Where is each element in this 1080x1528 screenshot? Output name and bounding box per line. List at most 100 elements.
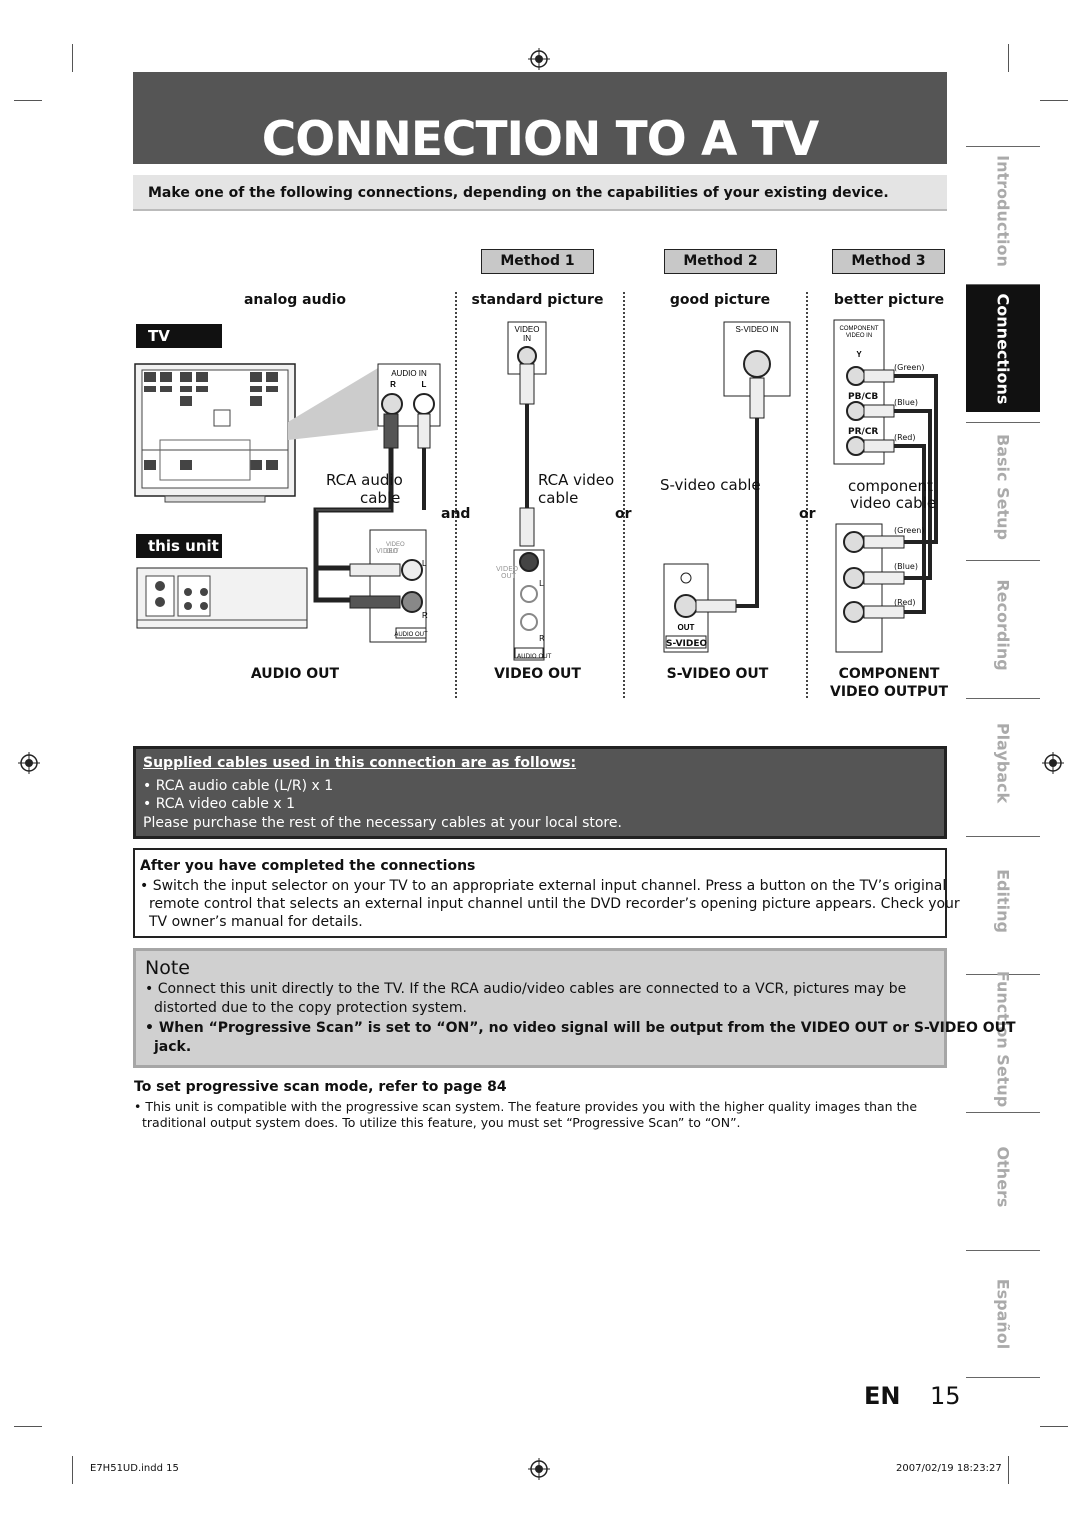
svideo-jack-label: S-VIDEO [666, 639, 708, 649]
tab-espanol[interactable]: Español [966, 1250, 1040, 1378]
tab-others[interactable]: Others [966, 1112, 1040, 1240]
crop-mark [1040, 1426, 1068, 1427]
footer-date: 2007/02/19 18:23:27 [896, 1463, 1002, 1474]
red-label: (Red) [894, 433, 916, 442]
note-text-bold: jack. [154, 1039, 192, 1055]
registration-mark-icon [528, 1458, 550, 1480]
green-label: (Green) [894, 526, 925, 535]
svg-text:IN: IN [523, 334, 531, 343]
tab-introduction[interactable]: Introduction [966, 146, 1040, 274]
svg-text:AUDIO OUT: AUDIO OUT [394, 632, 428, 638]
r-jack-label: R [539, 634, 545, 643]
audio-out-label: AUDIO OUT [250, 666, 340, 682]
svg-text:AUDIO IN: AUDIO IN [391, 369, 427, 378]
note-inner [136, 951, 944, 1065]
after-connections-box [133, 848, 947, 938]
svg-text:Y: Y [856, 350, 862, 359]
column-standard-picture: standard picture [471, 292, 604, 308]
svg-text:VIDEO: VIDEO [386, 542, 405, 548]
title-banner [133, 72, 947, 164]
registration-mark-icon [18, 752, 40, 774]
video-out-jack-label: VIDEO [496, 565, 519, 573]
tab-connections[interactable]: Connections [966, 284, 1040, 412]
note-heading: Note [145, 957, 190, 979]
language-code: EN [864, 1382, 901, 1410]
crop-mark [72, 1456, 73, 1484]
after-text: • Switch the input selector on your TV t… [140, 878, 947, 894]
supplied-item: • RCA video cable x 1 [143, 796, 295, 812]
audio-out-jack-label: AUDIO OUT [517, 653, 552, 660]
blue-label: (Blue) [894, 398, 918, 407]
crop-mark [1008, 44, 1009, 72]
blue-label: (Blue) [894, 562, 918, 571]
tab-recording[interactable]: Recording [966, 560, 1040, 688]
method-3-label: Method 3 [832, 249, 945, 274]
video-out-jack-label: VIDEO [376, 547, 399, 555]
svg-text:R: R [390, 380, 396, 389]
svideo-out-label: S-VIDEO OUT [666, 666, 769, 682]
registration-mark-icon [528, 48, 550, 70]
progressive-text: traditional output system does. To utili… [142, 1115, 741, 1130]
svg-text:VIDEO IN: VIDEO IN [846, 333, 872, 339]
and-joiner: and [441, 506, 471, 522]
svg-text:COMPONENT: COMPONENT [840, 326, 879, 332]
after-heading: After you have completed the connections [140, 858, 476, 874]
divider [623, 292, 625, 698]
component-out-label: COMPONENT [838, 666, 940, 682]
tab-basic-setup[interactable]: Basic Setup [966, 422, 1040, 550]
method-1-label: Method 1 [481, 249, 594, 274]
pr-jack-label: PR/CR [848, 427, 879, 437]
svg-text:OUT: OUT [386, 549, 399, 555]
component-out-label-2: VIDEO OUTPUT [830, 684, 949, 700]
video-out-jack-label-2: OUT [501, 572, 516, 580]
tab-playback[interactable]: Playback [966, 698, 1040, 826]
supplied-item: • RCA audio cable (L/R) x 1 [143, 778, 334, 794]
tab-editing[interactable]: Editing [966, 836, 1040, 964]
rca-video-caption: RCA video [538, 471, 615, 489]
supplied-heading: Supplied cables used in this connection … [143, 755, 577, 771]
component-cable-caption-2: video cable [850, 494, 937, 512]
crop-mark [14, 100, 42, 101]
footer-file: E7H51UD.indd 15 [90, 1463, 179, 1474]
divider [455, 292, 457, 698]
note-text-bold: • When “Progressive Scan” is set to “ON”… [145, 1020, 1016, 1036]
or-joiner: or [615, 506, 632, 522]
rca-video-caption-2: cable [538, 489, 579, 507]
intro-bar [133, 175, 947, 211]
crop-mark [1008, 1456, 1009, 1484]
rca-audio-caption: RCA audio [326, 471, 403, 489]
column-good-picture: good picture [669, 292, 771, 308]
supplied-cables-box [133, 746, 947, 839]
svg-text:OUT: OUT [678, 623, 695, 632]
svideo-cable-caption: S-video cable [660, 476, 761, 494]
progressive-text: • This unit is compatible with the progr… [134, 1099, 918, 1114]
svg-text:VIDEO: VIDEO [515, 325, 540, 334]
page-number: 15 [930, 1382, 961, 1410]
column-better-picture: better picture [833, 292, 945, 308]
tv-back-panel-illustration [134, 363, 296, 503]
note-text: distorted due to the copy protection sys… [154, 1000, 467, 1016]
unit-back-panel-illustration [136, 567, 308, 629]
method-2-label: Method 2 [664, 249, 777, 274]
svg-text:L: L [422, 559, 427, 568]
column-analog-audio: analog audio [243, 292, 347, 308]
supplied-footer: Please purchase the rest of the necessar… [143, 815, 622, 831]
after-text: remote control that selects an external … [149, 896, 960, 912]
crop-mark [1040, 100, 1068, 101]
after-text: TV owner’s manual for details. [149, 914, 363, 930]
divider [806, 292, 808, 698]
page-title: CONNECTION TO A TV [261, 112, 819, 167]
unit-label: this unit [136, 534, 222, 558]
crop-mark [14, 1426, 42, 1427]
l-jack-label: L [539, 579, 544, 588]
registration-mark-icon [1042, 752, 1064, 774]
red-label: (Red) [894, 598, 916, 607]
rca-audio-caption-2: cable [360, 489, 401, 507]
progressive-heading: To set progressive scan mode, refer to p… [134, 1079, 507, 1095]
or-joiner: or [799, 506, 816, 522]
tab-function-setup[interactable]: Function Setup [966, 970, 1040, 1107]
green-label: (Green) [894, 363, 925, 372]
intro-text: Make one of the following connections, d… [148, 185, 889, 201]
svg-text:S-VIDEO IN: S-VIDEO IN [735, 325, 778, 334]
crop-mark [72, 44, 73, 72]
